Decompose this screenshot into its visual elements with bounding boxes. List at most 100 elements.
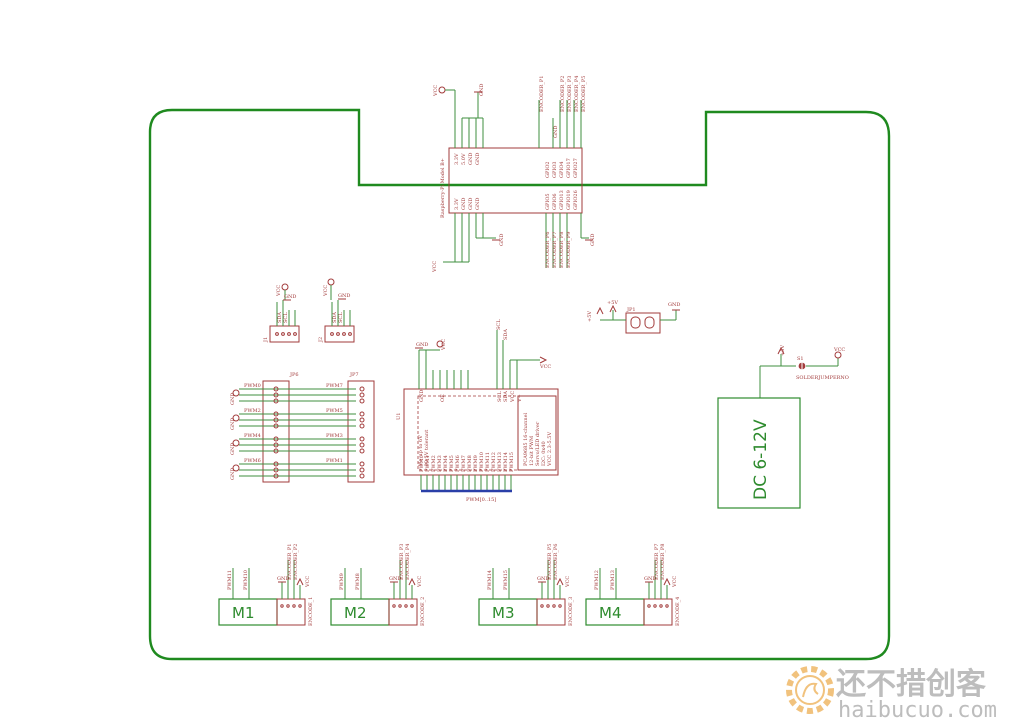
- pca-pwm-pin-label: PWM10: [479, 452, 485, 472]
- pca-pwm-pin-label: PWM6: [455, 455, 461, 472]
- rpi-net-enc7: ENCODER_P7: [552, 232, 558, 268]
- servo-pin-icon: [359, 461, 365, 467]
- servo-pin-icon: [273, 398, 279, 404]
- encoder-net-label: ENCODER_P6: [553, 544, 559, 580]
- encoder-gnd-label: GND: [537, 576, 549, 582]
- power-vcc: VCC: [833, 347, 845, 353]
- servo-pin-icon: [273, 436, 279, 442]
- servo-left-label: PWM0: [244, 383, 261, 389]
- rpi-net-enc2: ENCODER_P2: [560, 76, 566, 112]
- encoder-net-label: ENCODER_P3: [399, 544, 405, 580]
- rpi-bottom-wires: VCC GND GND ENCODER_P6 ENCODER_P7 ENCODE…: [432, 213, 596, 273]
- pca-vcc-arrow-icon: [539, 356, 548, 364]
- board-outline: [148, 108, 891, 661]
- encoder-pin-icon: [546, 604, 550, 608]
- svg-text:IO 5V tolerant: IO 5V tolerant: [424, 430, 430, 466]
- motor-label: M4: [599, 604, 622, 622]
- pca-pwm-pin-label: PWM0: [419, 455, 425, 472]
- encoder-net-label: ENCODER_P5: [547, 544, 553, 580]
- rpi-net-enc6: ENCODER_P6: [545, 232, 551, 268]
- encoder-pin-icon: [298, 604, 302, 608]
- encoder-pin-icon: [410, 604, 414, 608]
- motor-pwm-label: PWM9: [339, 573, 345, 590]
- pca-desc: PCA9685 16-channel 12-bit PWM Servo/LED …: [418, 412, 553, 467]
- encoder-box: [276, 598, 306, 626]
- pca-pwm-pin-label: PWM5: [449, 455, 455, 472]
- pca-net-scl: SCL: [496, 319, 502, 330]
- encoder-box: [536, 598, 566, 626]
- encoder-pin-icon: [653, 604, 657, 608]
- jp1-left-net-2: +5V: [607, 300, 618, 306]
- header-j1: VCC GND SDA SCL J1: [263, 283, 300, 343]
- servo-pin-icon: [273, 423, 279, 429]
- servo-gnd-label: GND: [230, 443, 236, 455]
- servo-terminal-icon: [232, 464, 240, 472]
- svg-text:Servo/LED driver: Servo/LED driver: [535, 421, 541, 466]
- svg-text:12-bit PWM: 12-bit PWM: [529, 436, 535, 466]
- encoder-pin-icon: [286, 604, 290, 608]
- motor-label: M3: [492, 604, 515, 622]
- pca-net-vcc: VCC: [441, 339, 447, 351]
- j1-vcc-terminal-icon: [281, 283, 289, 291]
- encoder-pin-icon: [558, 604, 562, 608]
- encoder-pin-icon: [398, 604, 402, 608]
- power-section: +5V S1 SOLDERJUMPERNO VCC DC 6-12V: [717, 345, 849, 509]
- rpi-pin-3: GND: [475, 153, 481, 165]
- encoder-vcc-label: VCC: [565, 576, 571, 588]
- j1-ref: J1: [263, 337, 269, 343]
- pca-net-sda: SDA: [503, 329, 509, 340]
- encoder-gnd-label: GND: [277, 576, 289, 582]
- motor-pwm-label: PWM15: [503, 570, 509, 590]
- pca-ref: U1: [396, 413, 402, 420]
- rpi-net-enc9: ENCODER_P9: [566, 232, 572, 268]
- servo-pin-icon: [273, 417, 279, 423]
- rpi-pin-6: GND: [468, 198, 474, 210]
- servo-pin-icon: [273, 461, 279, 467]
- encoder-pin-icon: [404, 604, 408, 608]
- servo-terminal-icon: [232, 414, 240, 422]
- rpi-gnd-label: GND: [553, 126, 559, 138]
- servo-left-ref: JP6: [289, 372, 299, 378]
- motor-pwm-label: PWM13: [610, 570, 616, 590]
- servo-gnd-label: GND: [230, 418, 236, 430]
- servo-right-label: PWM1: [326, 458, 343, 464]
- servo-terminal-icon: [232, 389, 240, 397]
- j2-vcc-terminal-icon: [327, 278, 335, 286]
- watermark: 还不措创客 haibucuo.com: [786, 666, 997, 723]
- servo-pin-icon: [359, 448, 365, 454]
- svg-text:OE: OE: [440, 394, 446, 402]
- svg-text:SDA: SDA: [503, 391, 509, 402]
- pca-pwm-pin-label: PWM12: [491, 452, 497, 472]
- rpi-gpio-b3: GPIO19: [566, 190, 572, 210]
- servo-pin-icon: [359, 392, 365, 398]
- rpi-top-net-gnd: GND: [479, 84, 485, 96]
- servo-pin-icon: [273, 473, 279, 479]
- servo-pin-icon: [359, 411, 365, 417]
- encoder-pin-icon: [647, 604, 651, 608]
- rpi-gpio-4: GPIO27: [573, 158, 579, 178]
- svg-text:I2C: 0x40: I2C: 0x40: [541, 441, 547, 466]
- rpi-gpio-b4: GPIO26: [573, 190, 579, 210]
- rpi-bottom-vcc: VCC: [432, 261, 438, 273]
- svg-text:PCA9685 16-channel: PCA9685 16-channel: [523, 412, 529, 466]
- j1-net-scl: SCL: [283, 312, 289, 323]
- encoder-ref: ENCODE_3: [568, 597, 574, 626]
- rpi-bottom-gnd-1: GND: [499, 234, 505, 246]
- pca-pwm-pin-label: PWM3: [437, 455, 443, 472]
- servo-pin-icon: [359, 423, 365, 429]
- svg-text:VCC: VCC: [510, 391, 516, 403]
- jp1-arrow-up-icon-2: [609, 304, 617, 313]
- servo-right-label: PWM7: [326, 383, 343, 389]
- servo-pin-icon: [359, 386, 365, 392]
- servo-terminal-icon: [232, 439, 240, 447]
- jp1-ref: JP1: [626, 307, 636, 313]
- j2-net-sda: SDA: [332, 312, 338, 323]
- motor-pwm-label: PWM14: [487, 570, 493, 590]
- encoder-pin-icon: [280, 604, 284, 608]
- rpi-gpio-2: GPIO4: [559, 161, 565, 178]
- motor-pwm-label: PWM12: [594, 570, 600, 590]
- svg-text:VCC 2.3-5.5V: VCC 2.3-5.5V: [547, 432, 553, 467]
